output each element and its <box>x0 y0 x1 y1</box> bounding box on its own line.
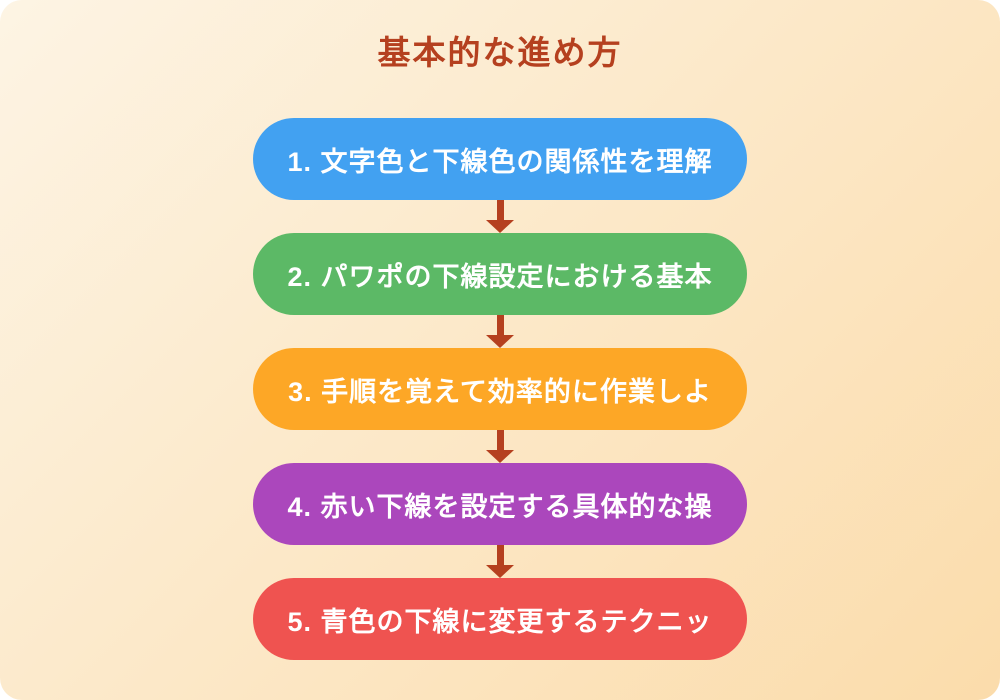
flow-step-2-label: 2. パワポの下線設定における基本 <box>287 261 713 292</box>
flow-step-3: 3. 手順を覚えて効率的に作業しよ <box>253 348 747 430</box>
flow-step-4: 4. 赤い下線を設定する具体的な操 <box>253 463 747 545</box>
flow-step-2: 2. パワポの下線設定における基本 <box>253 233 747 315</box>
flow-step-4-label: 4. 赤い下線を設定する具体的な操 <box>287 491 713 522</box>
down-arrow-icon <box>486 545 514 578</box>
flow-step-1-label: 1. 文字色と下線色の関係性を理解 <box>287 146 713 177</box>
arrow-stem <box>496 200 504 220</box>
arrow-stem <box>496 315 504 335</box>
flowchart: 1. 文字色と下線色の関係性を理解 2. パワポの下線設定における基本 3. 手… <box>0 118 1000 660</box>
arrow-stem <box>496 545 504 565</box>
arrow-stem <box>496 430 504 450</box>
arrow-head <box>486 220 514 233</box>
flow-step-3-label: 3. 手順を覚えて効率的に作業しよ <box>288 376 712 407</box>
flow-step-5-label: 5. 青色の下線に変更するテクニッ <box>287 606 713 637</box>
arrow-head <box>486 335 514 348</box>
page-title: 基本的な進め方 <box>377 34 623 71</box>
arrow-head <box>486 450 514 463</box>
down-arrow-icon <box>486 200 514 233</box>
down-arrow-icon <box>486 315 514 348</box>
flow-step-5: 5. 青色の下線に変更するテクニッ <box>253 578 747 660</box>
flow-step-1: 1. 文字色と下線色の関係性を理解 <box>253 118 747 200</box>
down-arrow-icon <box>486 430 514 463</box>
arrow-head <box>486 565 514 578</box>
